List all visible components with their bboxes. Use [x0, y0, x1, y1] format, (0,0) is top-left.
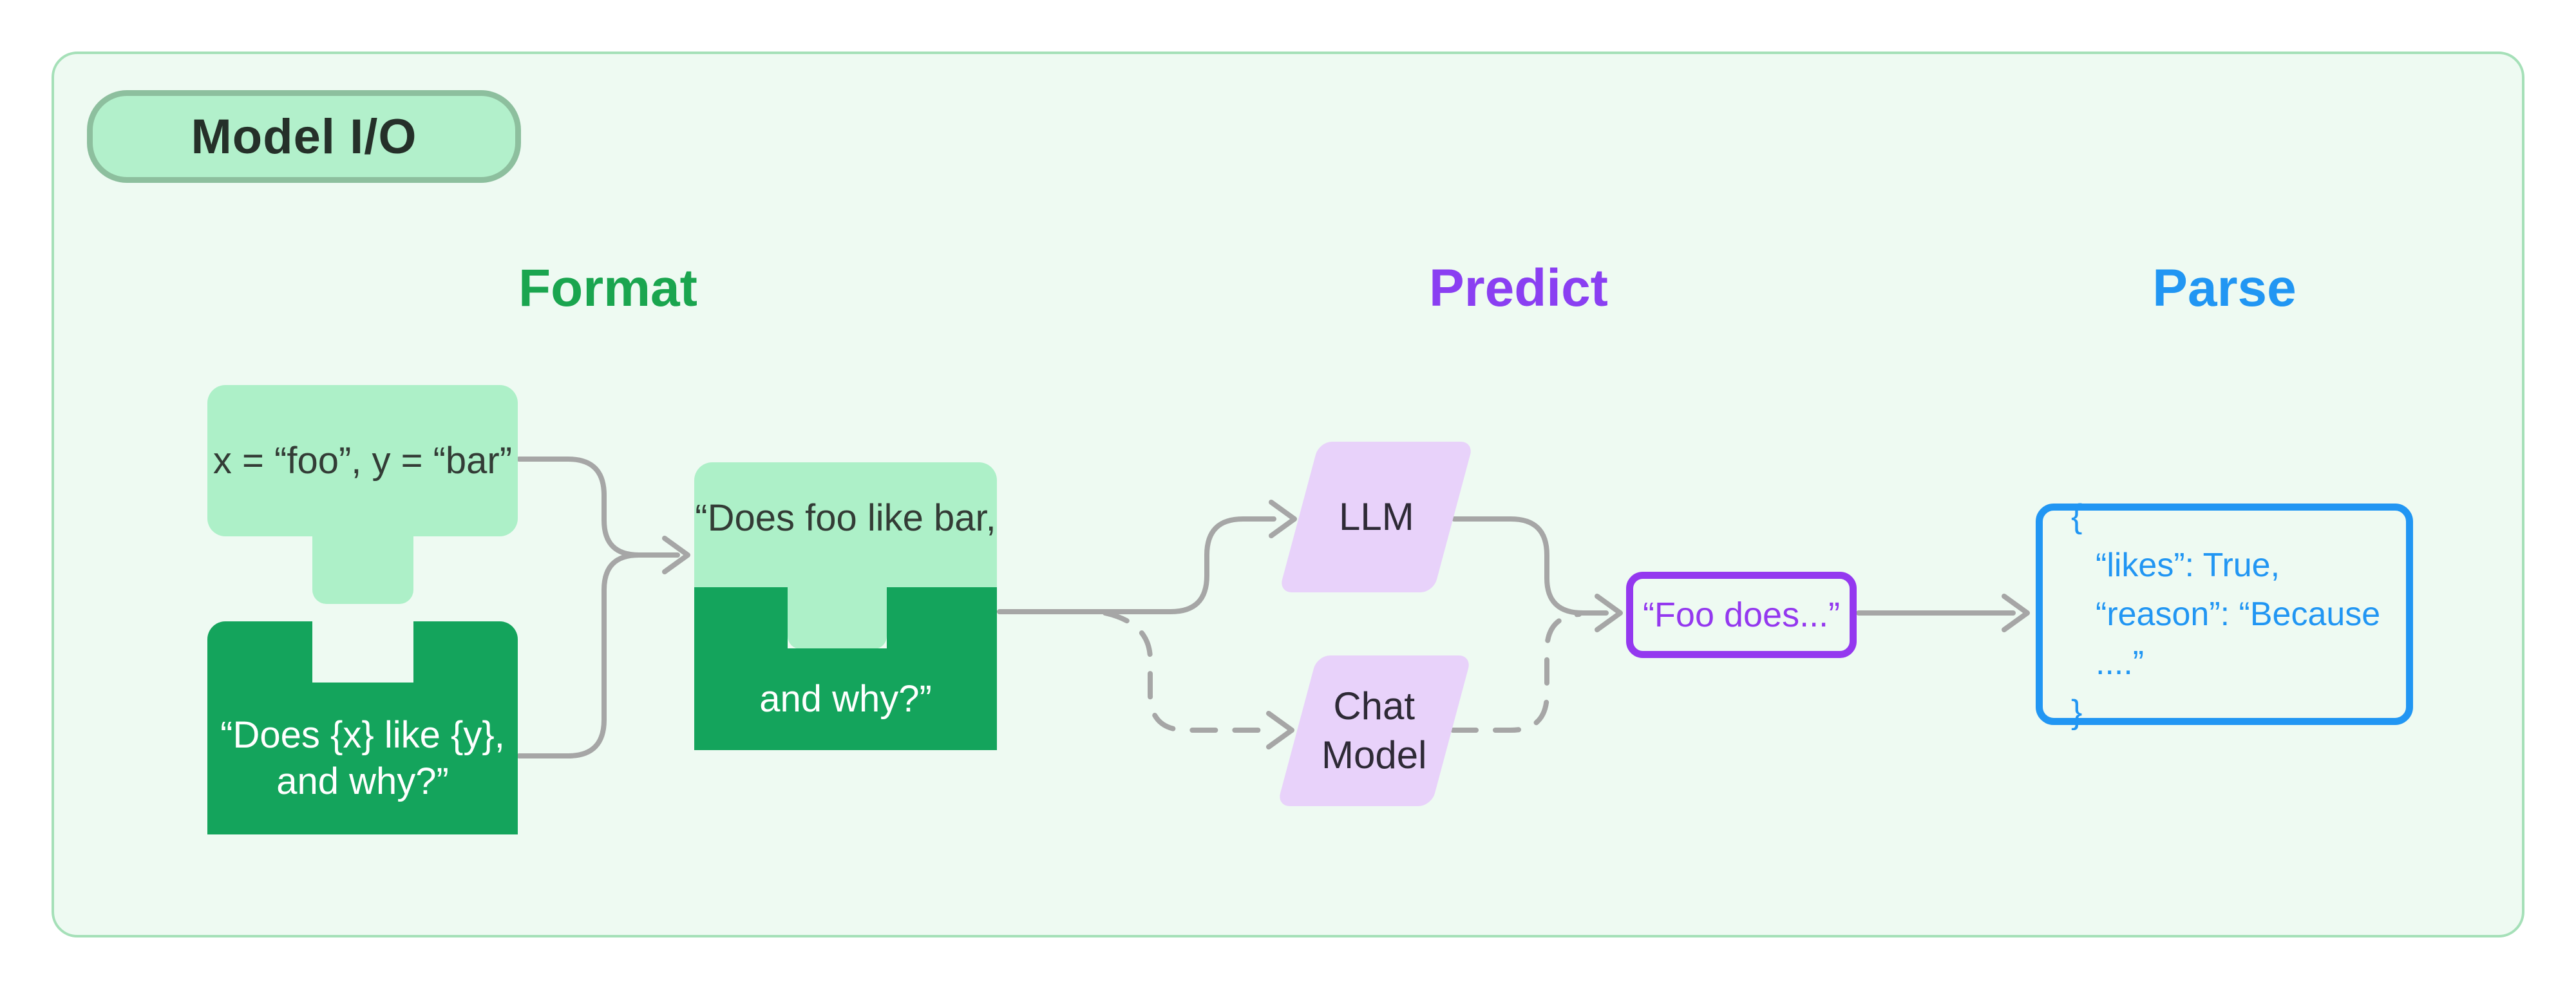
arrowhead-into-llm [1269, 500, 1297, 538]
prompt-template-line2: and why?” [276, 760, 449, 802]
prompt-template-node-body [207, 683, 518, 834]
llm-label: LLM [1338, 495, 1414, 538]
formatted-prompt-top [694, 462, 997, 587]
parsed-output-node: { “likes”: True, “reason”: “Because ....… [2036, 498, 2413, 731]
completion-node: “Foo does...” [1626, 572, 1857, 658]
formatted-prompt-line1: “Does foo like bar, [695, 497, 996, 539]
wire-prompt-to-chat [1103, 610, 1266, 733]
model-io-badge: Model I/O [87, 90, 521, 183]
prompt-template-label: “Does {x} like {y}, and why?” [207, 683, 518, 834]
chat-model-label: Chat Model [1321, 682, 1426, 780]
wire-llm-to-completion [1452, 516, 1609, 616]
arrowhead-into-parsed [2002, 594, 2030, 632]
parsed-output-line-close: } [2071, 693, 2083, 731]
arrowhead-into-chat [1266, 711, 1294, 749]
input-values-text: x = “foo”, y = “bar” [213, 439, 513, 482]
header-parse: Parse [2152, 259, 2297, 317]
prompt-template-line1: “Does {x} like {y}, [220, 714, 505, 756]
arrowhead-into-completion [1595, 594, 1623, 632]
arrowhead-into-prompt [662, 536, 690, 574]
parsed-output-line-reason: “reason”: “Because ....” [2096, 596, 2381, 682]
input-values-tab [312, 536, 413, 604]
formatted-prompt-line2: and why?” [759, 678, 932, 720]
chat-model-line1: Chat [1333, 684, 1416, 728]
formatted-prompt-bottom-label: and why?” [694, 648, 997, 750]
parsed-output-line-likes: “likes”: True, [2096, 547, 2280, 584]
formatted-prompt-bottom-body [694, 648, 997, 750]
parsed-output-line-open: { [2071, 498, 2083, 535]
wire-prompt-to-llm [997, 516, 1276, 614]
chat-model-line2: Model [1321, 733, 1427, 777]
completion-text: “Foo does...” [1642, 596, 1841, 634]
input-values-label: x = “foo”, y = “bar” [207, 385, 518, 536]
formatted-prompt-tab [788, 587, 887, 649]
input-values-node [207, 385, 518, 536]
wire-template-to-prompt [516, 552, 641, 758]
wire-values-to-prompt [516, 457, 680, 558]
formatted-prompt-top-label: “Does foo like bar, [694, 470, 997, 567]
wire-chat-to-completion [1450, 612, 1582, 733]
header-predict: Predict [1429, 259, 1608, 317]
header-format: Format [518, 259, 697, 317]
